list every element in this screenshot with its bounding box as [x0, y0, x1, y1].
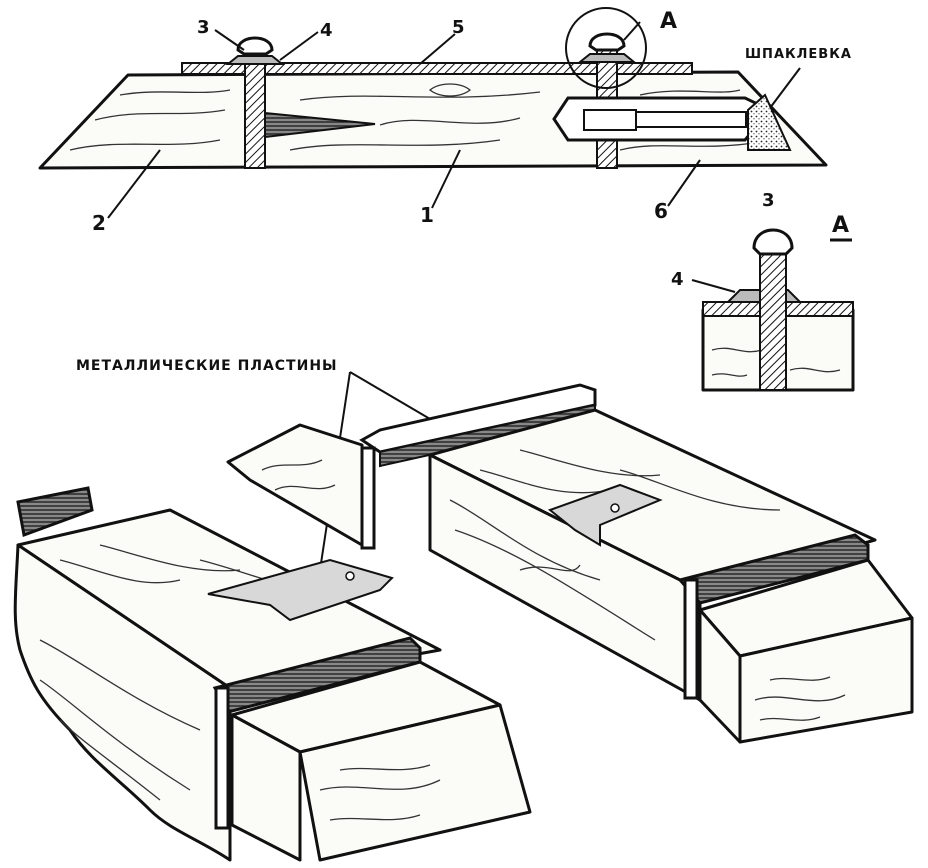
left-block-plate-front [214, 686, 230, 830]
detail-label-4: 4 [671, 269, 684, 290]
right-block-plate-end [360, 446, 376, 550]
detail-grain-1 [711, 347, 763, 353]
left-block-end-face [230, 713, 302, 862]
label-part-3: 3 [197, 17, 210, 38]
left-block-assembly [13, 486, 532, 862]
right-block-assembly [226, 383, 914, 744]
top-plate-5 [181, 62, 693, 75]
putty-fill [747, 93, 792, 151]
right-block-end-wedge [226, 423, 364, 547]
right-block-grain [449, 449, 781, 641]
detail-grain-3 [711, 373, 748, 377]
detail-pin-head [752, 228, 794, 256]
label-part-4: 4 [320, 20, 333, 41]
left-plate-hole [345, 571, 355, 581]
left-block-end-front [298, 703, 532, 862]
label-part-1: 1 [420, 203, 434, 227]
bolt-body [583, 109, 637, 131]
left-pin [244, 47, 266, 169]
left-washer-4 [225, 55, 285, 65]
left-end-grain [319, 764, 441, 821]
right-plate-hole [610, 503, 620, 513]
right-metal-plate [547, 483, 663, 547]
left-screw [264, 111, 376, 139]
label-part-5: 5 [452, 17, 465, 38]
cross-section-view: 3 4 5 A 2 1 6 ШПАКЛЕВКА [38, 7, 852, 235]
right-pin-assembly [552, 7, 792, 169]
right-washer [577, 53, 637, 63]
detail-label-3: 3 [762, 190, 775, 211]
detail-title: A [832, 213, 849, 238]
right-end-grain [754, 676, 846, 721]
detail-callout-circle [565, 7, 647, 89]
left-pin-assembly [225, 36, 376, 169]
bolt-rod [635, 111, 747, 128]
right-pin-head [588, 32, 626, 52]
right-block-plate-front [683, 578, 699, 700]
caption-metal-plates: МЕТАЛЛИЧЕСКИЕ ПЛАСТИНЫ [76, 358, 338, 374]
label-part-6: 6 [654, 199, 668, 223]
detail-view-a: A 3 4 [671, 190, 855, 392]
left-pin-head [236, 36, 274, 56]
board-section [38, 70, 828, 170]
right-block-end-front [738, 616, 914, 744]
label-detail-marker: A [660, 9, 677, 34]
wood-grain [69, 83, 761, 151]
detail-leader-4 [691, 279, 736, 293]
detail-grain-2 [789, 367, 841, 373]
label-part-2: 2 [92, 211, 106, 235]
right-wedge-grain [261, 459, 336, 491]
detail-pin [759, 249, 787, 391]
left-block-back-rail [16, 486, 94, 538]
caption-putty: ШПАКЛЕВКА [745, 47, 852, 62]
leader-lines [107, 21, 801, 219]
